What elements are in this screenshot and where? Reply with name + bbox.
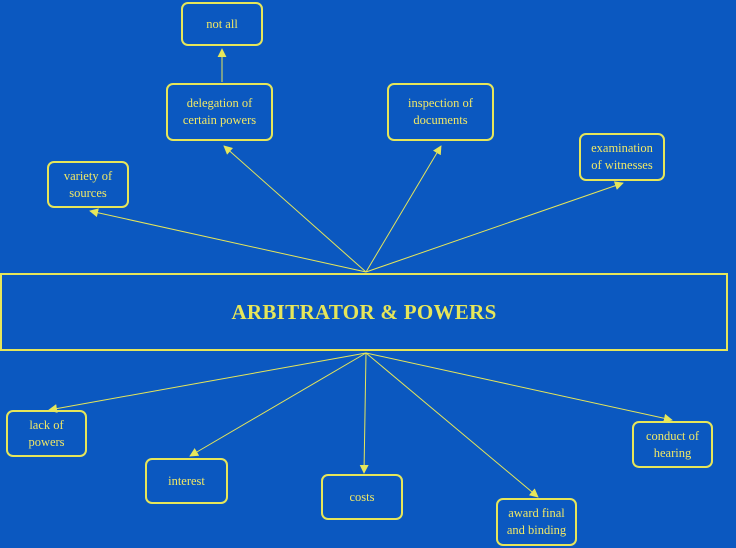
node-label: inspection of documents	[408, 96, 473, 127]
node-examination-of-witnesses: examination of witnesses	[579, 133, 665, 181]
central-topic: ARBITRATOR & POWERS	[0, 273, 728, 351]
node-label: examination of witnesses	[591, 141, 653, 172]
node-interest: interest	[145, 458, 228, 504]
arrow-to-variety	[89, 208, 367, 273]
node-lack-of-powers: lack of powers	[6, 410, 87, 457]
node-label: conduct of hearing	[645, 428, 700, 460]
node-label: award final and binding	[506, 506, 567, 537]
node-award-final-and-binding: award final and binding	[496, 498, 577, 546]
node-label: costs	[349, 489, 375, 504]
arrow-to-award	[365, 352, 539, 498]
arrow-to-delegation	[223, 145, 367, 273]
arrow-to-conduct	[365, 352, 673, 423]
node-label: not all	[206, 16, 238, 31]
node-inspection-of-documents: inspection of documents	[387, 83, 494, 141]
node-label: variety of sources	[63, 168, 113, 200]
node-label: delegation of certain powers	[182, 96, 257, 127]
node-delegation-of-certain-powers: delegation of certain powers	[166, 83, 273, 141]
node-variety-of-sources: variety of sources	[47, 161, 129, 208]
node-conduct-of-hearing: conduct of hearing	[632, 421, 713, 468]
arrow-to-interest	[189, 352, 367, 457]
arrow-to-costs	[359, 352, 369, 474]
node-costs: costs	[321, 474, 403, 520]
node-label: lack of powers	[28, 417, 65, 449]
central-topic-label: ARBITRATOR & POWERS	[231, 299, 497, 324]
arrow-to-inspection	[365, 145, 442, 273]
arrow-to-examination	[365, 181, 624, 273]
node-label: interest	[168, 473, 205, 488]
node-not-all: not all	[181, 2, 263, 46]
arrow-to-lack-of-powers	[48, 352, 367, 413]
